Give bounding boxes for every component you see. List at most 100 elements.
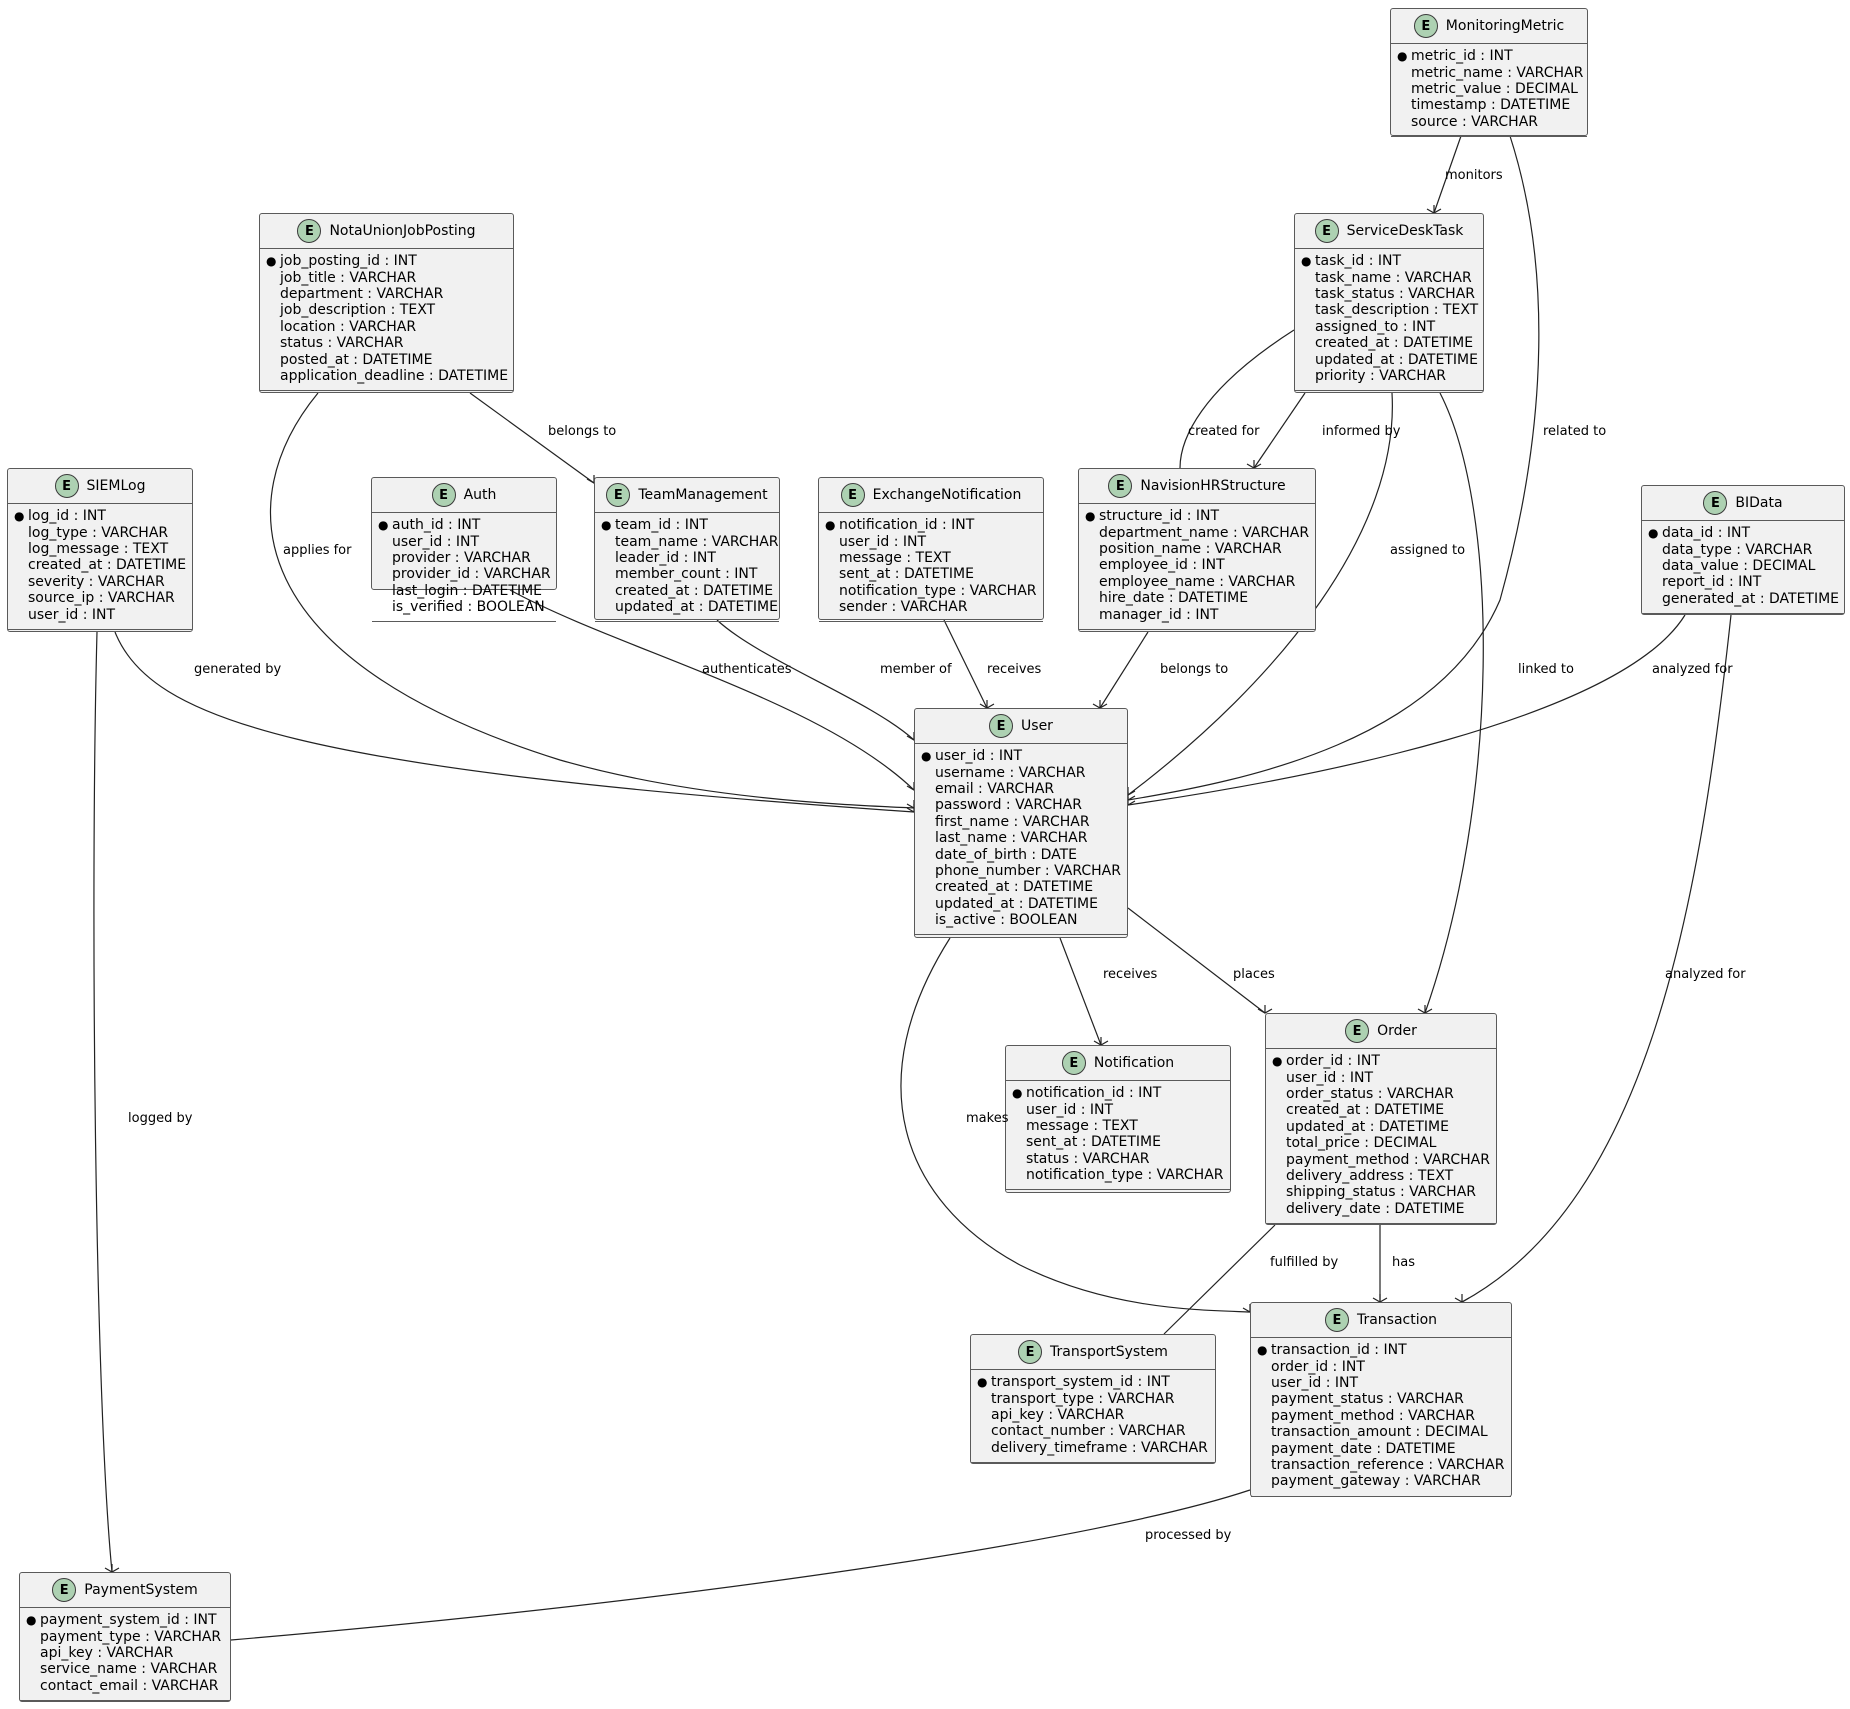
attribute-row: is_active : BOOLEAN [921,912,1121,928]
entity-name: Notification [1093,1055,1175,1071]
attribute-text: assigned_to : INT [1315,318,1436,335]
attribute-row: task_status : VARCHAR [1301,286,1477,302]
entity-methods-section [8,630,192,638]
attribute-text: user_id : INT [1026,1101,1114,1118]
attribute-row: priority : VARCHAR [1301,368,1477,384]
entity-methods-section [1006,1190,1230,1198]
attribute-text: message : TEXT [839,549,951,566]
attribute-text: data_type : VARCHAR [1662,541,1813,558]
attribute-text: member_count : INT [615,566,758,583]
attribute-row: location : VARCHAR [266,319,507,335]
entity-methods-section [260,391,513,399]
attribute-row: ●auth_id : INT [378,517,550,533]
attribute-row: job_description : TEXT [266,302,507,318]
attribute-text: notification_type : VARCHAR [839,582,1037,599]
attribute-row: created_at : DATETIME [1272,1102,1490,1118]
attribute-row: api_key : VARCHAR [26,1645,224,1661]
attribute-row: user_id : INT [1272,1069,1490,1086]
attribute-text: position_name : VARCHAR [1099,540,1282,557]
attribute-text: severity : VARCHAR [28,573,165,590]
relationship-line-siemlog-user [114,631,915,813]
attribute-row: assigned_to : INT [1301,319,1477,335]
attribute-row: contact_number : VARCHAR [977,1423,1209,1439]
attribute-row: posted_at : DATETIME [266,351,507,368]
attribute-row: updated_at : DATETIME [601,599,778,615]
attribute-row: log_message : TEXT [14,541,186,557]
attribute-row: data_value : DECIMAL [1648,558,1838,574]
entity-methods-section [595,622,779,630]
attribute-text: data_value : DECIMAL [1662,557,1816,574]
relationship-line-user-notification [1059,937,1102,1046]
attribute-text: employee_name : VARCHAR [1099,573,1296,590]
attribute-text: api_key : VARCHAR [40,1644,174,1661]
attribute-row: ●transaction_id : INT [1257,1342,1505,1358]
attribute-row: member_count : INT [601,566,773,582]
attribute-text: sent_at : DATETIME [839,566,974,583]
entity-name: PaymentSystem [84,1582,198,1598]
attribute-row: employee_name : VARCHAR [1085,574,1309,590]
entity-methods-section [372,622,556,630]
attribute-text: posted_at : DATETIME [280,351,433,368]
attribute-text: updated_at : DATETIME [1286,1118,1449,1135]
attribute-text: delivery_timeframe : VARCHAR [991,1439,1208,1456]
entity-badge-icon: E [1413,14,1438,38]
attribute-text: payment_date : DATETIME [1271,1440,1456,1457]
attribute-row: is_verified : BOOLEAN [378,599,550,615]
attribute-row: sent_at : DATETIME [1012,1134,1224,1150]
attribute-row: user_id : INT [14,606,186,623]
attribute-text: department_name : VARCHAR [1099,524,1310,541]
attribute-text: user_id : INT [1286,1069,1374,1086]
attribute-text: created_at : DATETIME [615,582,774,599]
attribute-row: ●order_id : INT [1272,1053,1490,1069]
entity-header: E MonitoringMetric [1391,9,1587,44]
attribute-row: created_at : DATETIME [1301,335,1477,351]
attribute-row: job_title : VARCHAR [266,269,507,286]
relationship-label: monitors [1445,168,1503,183]
attribute-row: payment_status : VARCHAR [1257,1391,1505,1407]
entity-methods-section [1391,137,1587,145]
attribute-row: created_at : DATETIME [601,583,773,599]
entity-badge-icon: E [52,1578,77,1602]
primary-key-icon: ● [1085,509,1096,524]
entity-name: SIEMLog [86,478,146,494]
attribute-row: user_id : INT [1257,1375,1505,1391]
attribute-text: contact_email : VARCHAR [40,1677,219,1694]
entity-name: MonitoringMetric [1445,18,1565,34]
attribute-text: last_name : VARCHAR [935,830,1088,847]
relationship-line-service-desk-task-navision-hrstructure [1253,392,1306,469]
attribute-row: manager_id : INT [1085,606,1309,623]
attribute-text: payment_system_id : INT [40,1612,217,1629]
relationship-line-user-transaction [900,937,1251,1313]
attribute-text: transaction_amount : DECIMAL [1271,1424,1488,1441]
attribute-text: order_id : INT [1271,1358,1365,1375]
relationship-line-team-management-user [716,619,915,741]
attribute-text: transaction_id : INT [1271,1342,1407,1359]
attribute-row: status : VARCHAR [266,335,507,351]
entity-badge-icon: E [606,483,631,507]
